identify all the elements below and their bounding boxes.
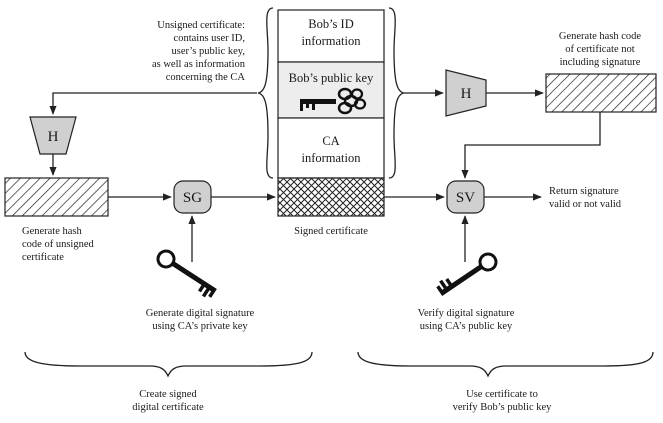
certificate-stack: Bob’s ID information Bob’s public key CA… [277, 9, 385, 237]
signed-certificate-label: Signed certificate [294, 226, 368, 237]
svg-text:Generate digital signature: Generate digital signature [146, 308, 255, 319]
sign-caption: Generate digital signature using CA’s pr… [146, 308, 255, 332]
create-section-label: Create signed digital certificate [132, 389, 204, 413]
svg-text:as well as information: as well as information [152, 59, 246, 70]
svg-text:contains user ID,: contains user ID, [174, 33, 245, 44]
svg-text:valid or not valid: valid or not valid [549, 199, 622, 210]
left-hash-caption: Generate hash code of unsigned certifica… [22, 226, 94, 263]
right-hash-caption: Generate hash code of certificate not in… [559, 31, 642, 68]
verify-section-brace [357, 351, 654, 378]
sign-symbol: SG [183, 190, 202, 206]
hashcode-to-verify-arrow [461, 112, 601, 179]
unsigned-to-hash-arrow [49, 92, 257, 115]
verify-section-label: Use certificate to verify Bob’s public k… [453, 389, 553, 413]
svg-text:using CA’s private key: using CA’s private key [152, 321, 248, 332]
left-certificate-brace [257, 7, 274, 179]
ca-private-key-icon [156, 249, 217, 298]
svg-text:certificate: certificate [22, 252, 64, 263]
create-section-brace [24, 351, 313, 378]
bob-id-field [277, 9, 385, 63]
svg-text:Create signed: Create signed [139, 389, 197, 400]
svg-text:digital certificate: digital certificate [132, 402, 204, 413]
svg-text:Generate hash: Generate hash [22, 226, 83, 237]
svg-text:Generate hash code: Generate hash code [559, 31, 642, 42]
ca-info-label-1: CA [322, 134, 339, 148]
unsigned-certificate-note: Unsigned certificate: contains user ID, … [152, 20, 246, 83]
ca-info-field [277, 117, 385, 179]
right-hash-function [445, 69, 487, 117]
verify-symbol: SV [456, 190, 475, 206]
bob-key-field [277, 61, 385, 119]
svg-text:using CA’s public key: using CA’s public key [420, 321, 513, 332]
bob-key-icon [300, 87, 367, 115]
svg-text:including signature: including signature [560, 57, 641, 68]
svg-text:code of unsigned: code of unsigned [22, 239, 94, 250]
svg-text:of certificate not: of certificate not [565, 44, 634, 55]
bob-id-label-2: information [301, 34, 361, 48]
svg-text:verify Bob’s public key: verify Bob’s public key [453, 402, 553, 413]
svg-text:Verify digital signature: Verify digital signature [418, 308, 515, 319]
ca-public-key-icon [436, 252, 498, 296]
verify-caption: Verify digital signature using CA’s publ… [418, 308, 515, 332]
left-hash-symbol: H [48, 129, 59, 145]
right-hash-symbol: H [461, 86, 472, 102]
svg-text:user’s public key,: user’s public key, [172, 46, 246, 57]
svg-text:Use certificate to: Use certificate to [466, 389, 538, 400]
svg-text:concerning the CA: concerning the CA [166, 72, 246, 83]
right-hash-code-block [545, 73, 657, 113]
right-certificate-brace [388, 7, 405, 179]
bob-key-label: Bob’s public key [289, 71, 374, 85]
left-hash-function [29, 116, 77, 155]
ca-info-label-2: information [301, 151, 361, 165]
bob-id-label-1: Bob’s ID [308, 17, 354, 31]
svg-text:Return signature: Return signature [549, 186, 619, 197]
signature-field [277, 177, 385, 217]
svg-text:Unsigned certificate:: Unsigned certificate: [157, 20, 245, 31]
result-caption: Return signature valid or not valid [549, 186, 622, 210]
left-hash-code-block [4, 177, 109, 217]
